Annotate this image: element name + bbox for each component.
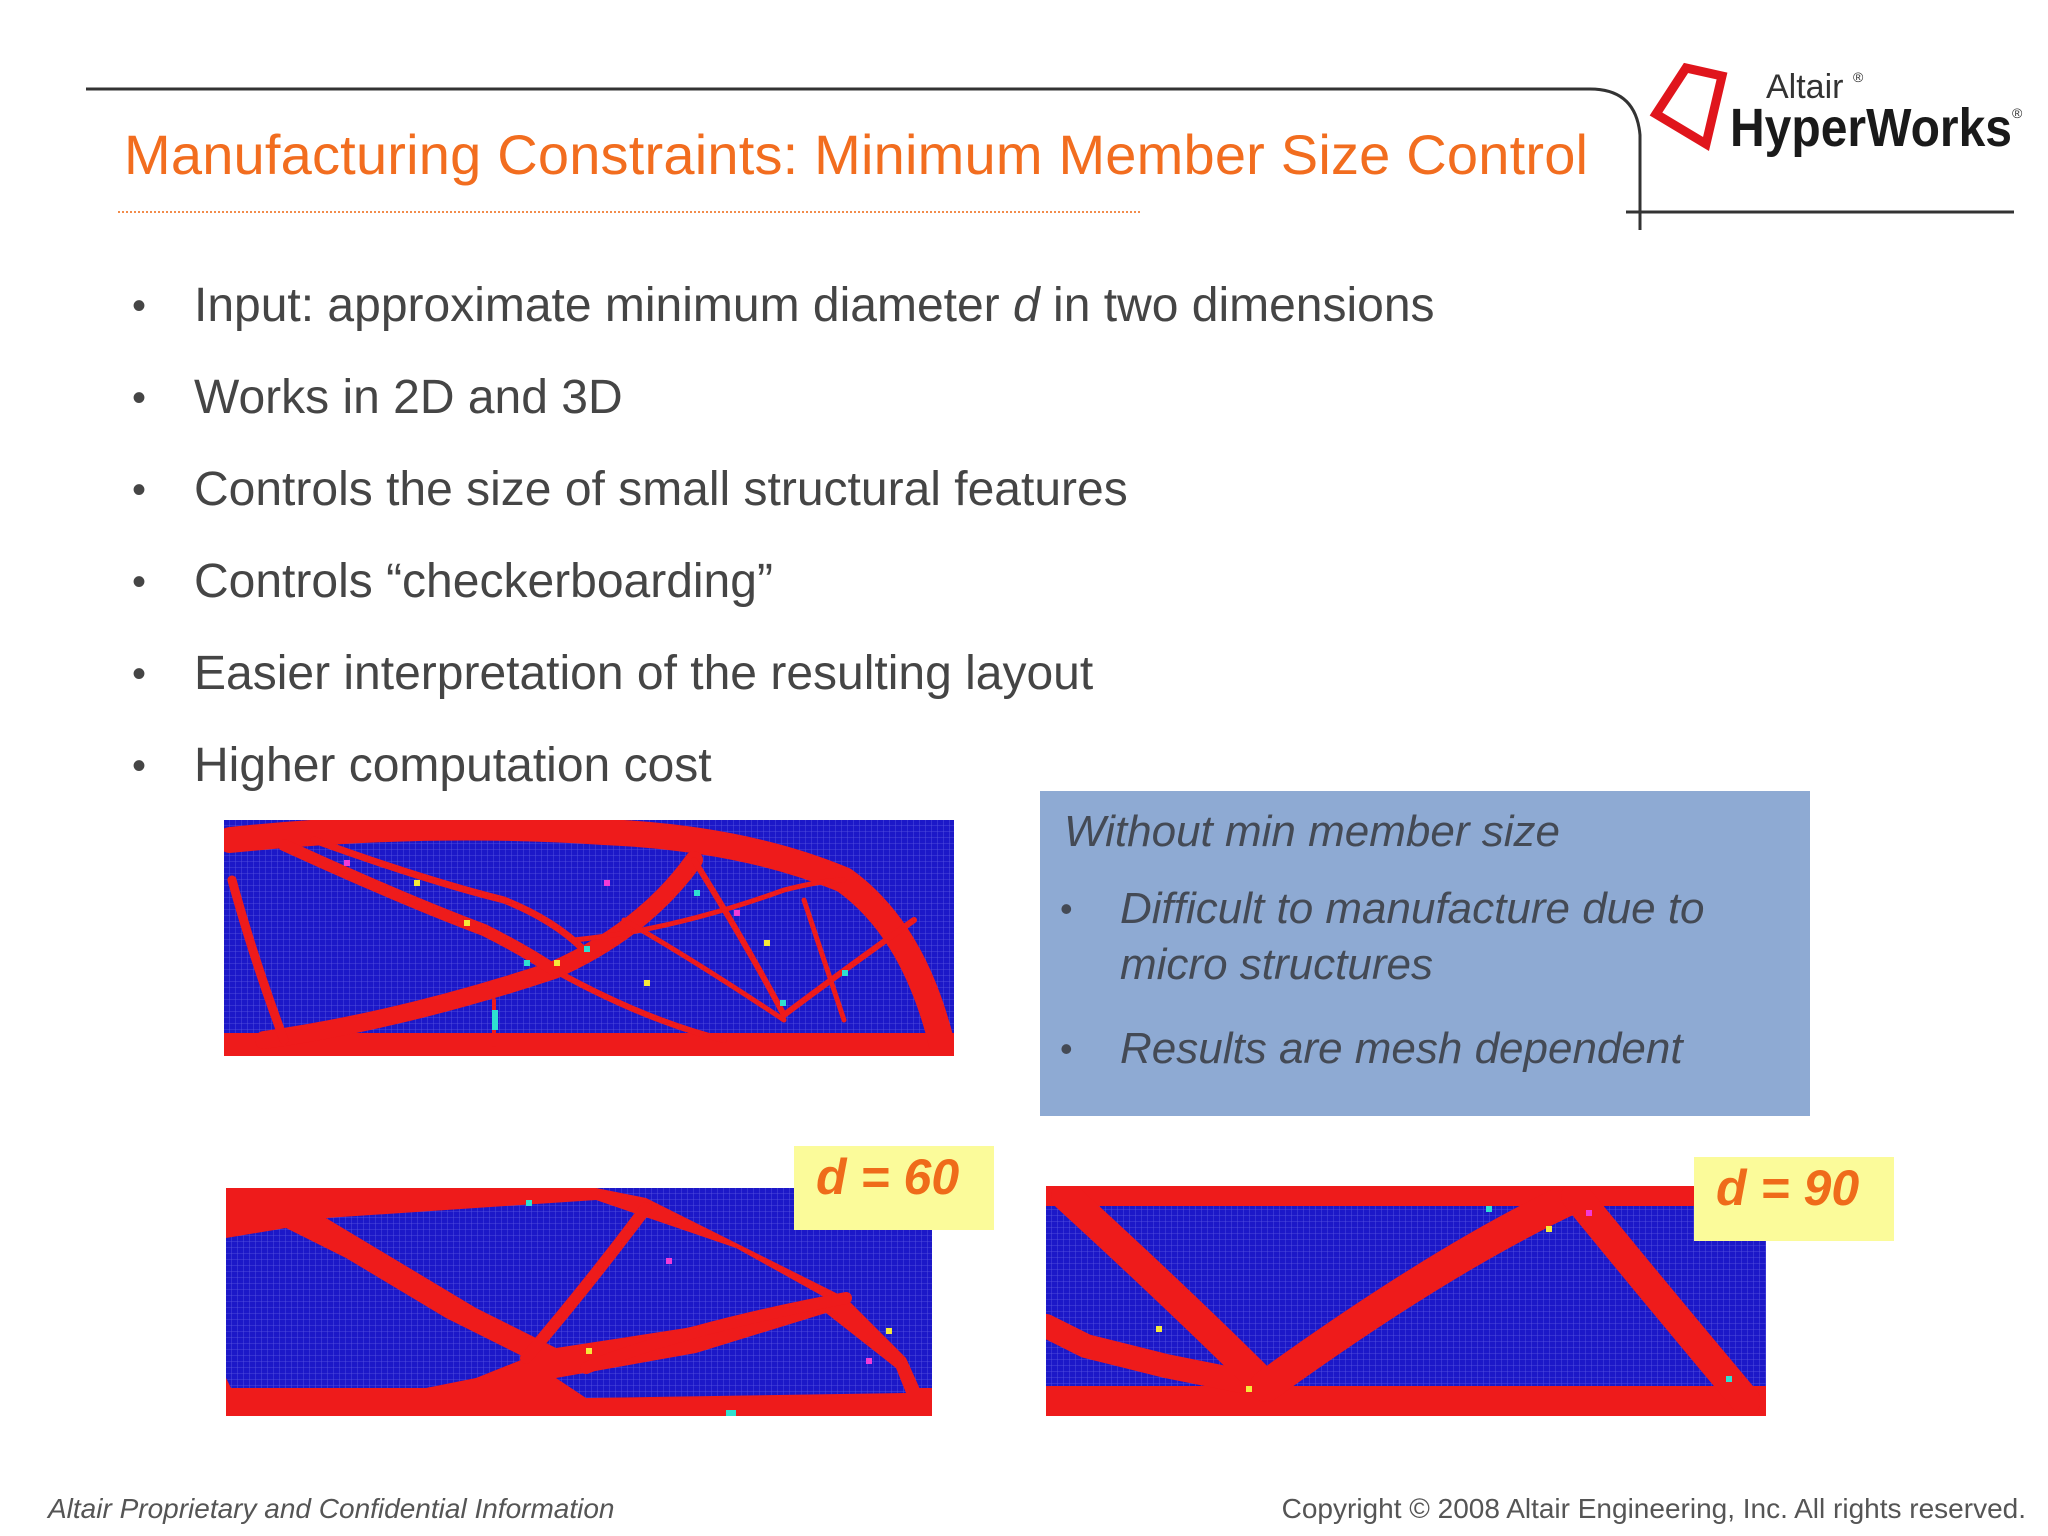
d90-label: d = 90 bbox=[1694, 1157, 1894, 1241]
header-rule bbox=[86, 87, 2014, 230]
bullet-dot: • bbox=[132, 560, 147, 604]
bullet-dot: • bbox=[132, 376, 147, 420]
bullet-dot: • bbox=[132, 744, 147, 788]
bullet-text: Easier interpretation of the resulting l… bbox=[194, 647, 1094, 700]
callout-bullet-item: • Results are mesh dependent bbox=[1060, 1021, 1790, 1077]
logo-hyperworks-text: HyperWorks bbox=[1730, 98, 2012, 158]
footer-copyright: Copyright © 2008 Altair Engineering, Inc… bbox=[1281, 1493, 2026, 1524]
topology-result-no-min-member-image bbox=[224, 820, 954, 1056]
topology-result-d60-image bbox=[226, 1188, 932, 1416]
bullet-item: • Input: approximate minimum diameter d … bbox=[128, 276, 1628, 368]
bullet-text: Controls the size of small structural fe… bbox=[194, 463, 1128, 516]
bullet-item: • Easier interpretation of the resulting… bbox=[128, 644, 1628, 736]
bullet-text: Controls “checkerboarding” bbox=[194, 555, 773, 608]
altair-logo-icon bbox=[1649, 62, 1728, 152]
bullet-item: • Controls the size of small structural … bbox=[128, 460, 1628, 552]
slide-title: Manufacturing Constraints: Minimum Membe… bbox=[124, 123, 1589, 186]
callout-bullet-item: • Difficult to manufacture due to micro … bbox=[1060, 881, 1790, 993]
callout-bullet-text: Results are mesh dependent bbox=[1120, 1024, 1683, 1073]
callout-heading: Without min member size bbox=[1064, 807, 1560, 856]
bullet-text-variable: d bbox=[1013, 279, 1040, 332]
bullet-dot: • bbox=[132, 468, 147, 512]
logo-registered-mark: ® bbox=[1853, 69, 1864, 85]
bullet-dot: • bbox=[1060, 888, 1073, 929]
bullet-item: • Works in 2D and 3D bbox=[128, 368, 1628, 460]
bullet-list: • Input: approximate minimum diameter d … bbox=[128, 276, 1628, 828]
logo-altair-text: Altair bbox=[1766, 68, 1843, 106]
bullet-dot: • bbox=[1060, 1028, 1073, 1069]
callout-box: Without min member size • Difficult to m… bbox=[1040, 791, 1810, 1116]
callout-bullet-text: Difficult to manufacture due to micro st… bbox=[1120, 884, 1705, 989]
bullet-item: • Controls “checkerboarding” bbox=[128, 552, 1628, 644]
bullet-item: • Higher computation cost bbox=[128, 736, 1628, 828]
altair-hyperworks-logo: Altair ® HyperWorks ® bbox=[1649, 62, 2023, 158]
footer-confidential: Altair Proprietary and Confidential Info… bbox=[48, 1493, 615, 1524]
topology-result-d90-image bbox=[1046, 1186, 1766, 1416]
bullet-dot: • bbox=[132, 652, 147, 696]
bullet-text-pre: Input: approximate minimum diameter bbox=[194, 279, 1013, 332]
d60-label: d = 60 bbox=[794, 1146, 994, 1230]
logo-registered-mark-2: ® bbox=[2012, 105, 2023, 121]
bullet-text-post: in two dimensions bbox=[1039, 279, 1435, 332]
bullet-dot: • bbox=[132, 284, 147, 328]
bullet-text: Works in 2D and 3D bbox=[194, 371, 623, 424]
callout-bullet-list: • Difficult to manufacture due to micro … bbox=[1060, 881, 1790, 1105]
title-underline bbox=[118, 211, 1140, 213]
bullet-text: Higher computation cost bbox=[194, 739, 712, 792]
